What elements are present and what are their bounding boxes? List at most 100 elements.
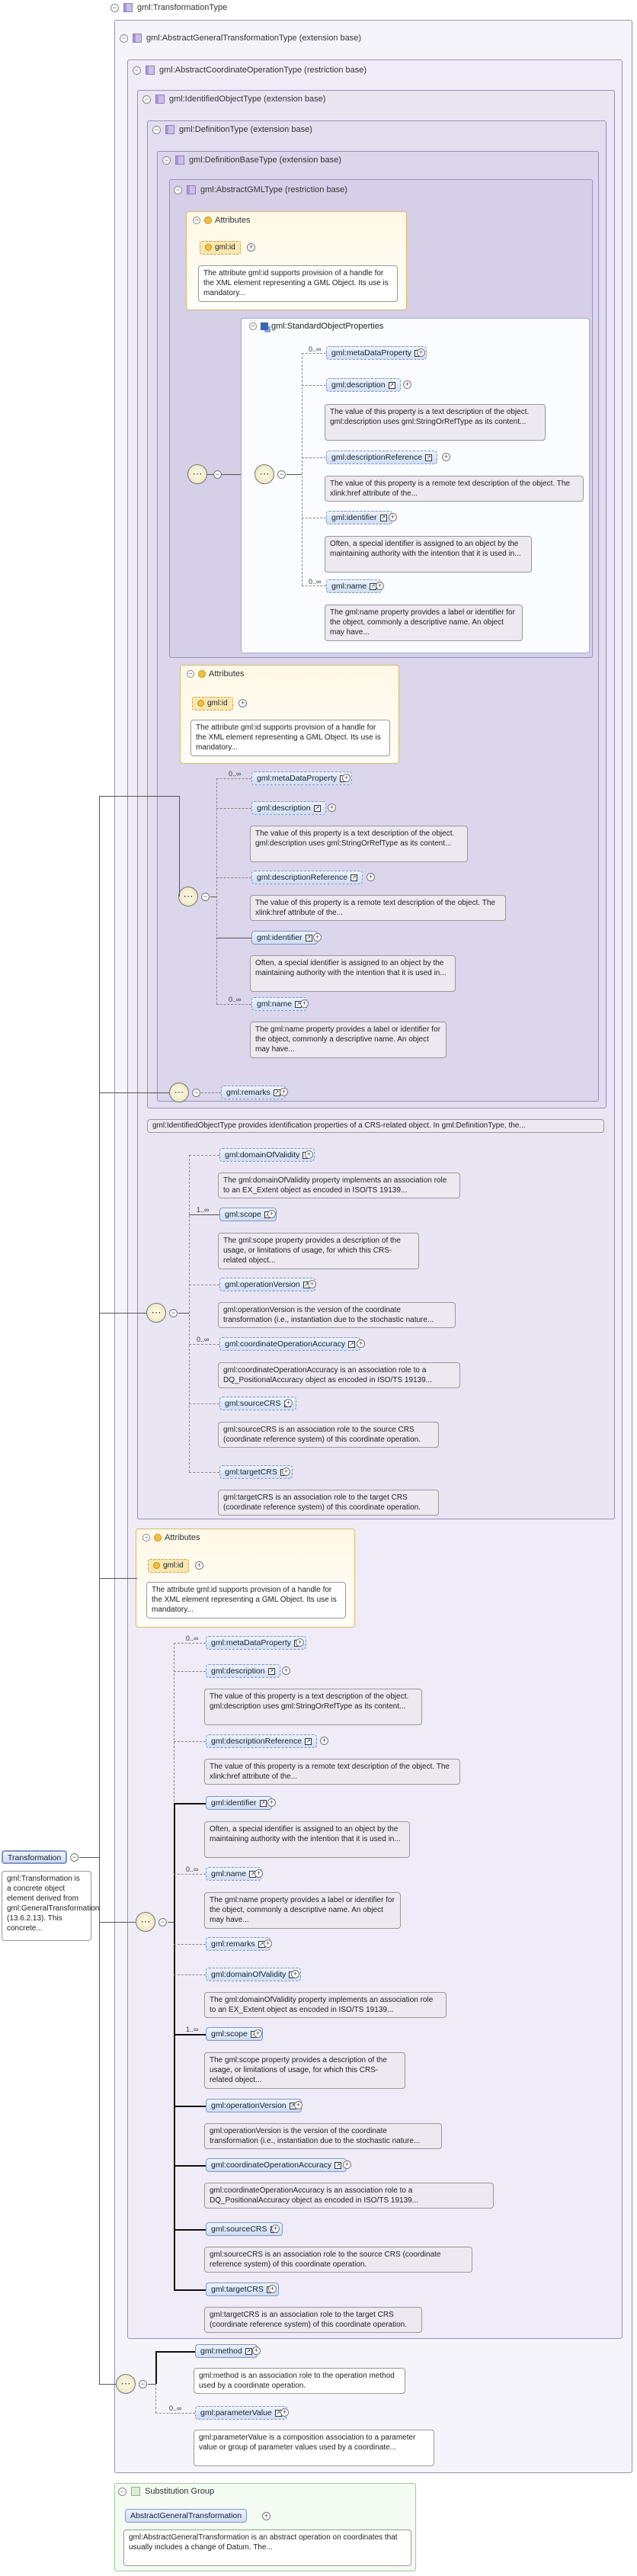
type-header-definition-base[interactable]: −gml:DefinitionBaseType (extension base): [162, 156, 341, 169]
expand-toggle[interactable]: +: [305, 1150, 313, 1159]
expand-toggle[interactable]: +: [291, 1970, 299, 1978]
type-header-abstract-general-transformation[interactable]: −gml:AbstractGeneralTransformationType (…: [120, 34, 361, 47]
attributes-title[interactable]: −Attributes: [187, 669, 244, 678]
collapse-toggle[interactable]: −: [187, 670, 194, 678]
expand-toggle[interactable]: +: [280, 2408, 289, 2417]
collapse-toggle[interactable]: −: [213, 470, 222, 479]
expand-toggle[interactable]: +: [271, 2225, 280, 2233]
attribute-gml-id[interactable]: gml:id: [192, 697, 233, 711]
expand-toggle[interactable]: +: [417, 348, 425, 357]
expand-toggle[interactable]: +: [264, 1939, 272, 1948]
collapse-toggle[interactable]: −: [162, 156, 171, 165]
expand-toggle[interactable]: +: [267, 1798, 276, 1807]
element-parametervalue[interactable]: gml:parameterValue↗: [195, 2406, 287, 2420]
sequence-icon[interactable]: ⋯: [169, 1083, 189, 1102]
expand-toggle[interactable]: +: [313, 933, 322, 942]
expand-toggle[interactable]: +: [308, 1280, 316, 1288]
element-domainofvalidity[interactable]: gml:domainOfValidity↗: [206, 1968, 302, 1981]
expand-toggle[interactable]: +: [238, 699, 247, 707]
expand-toggle[interactable]: +: [247, 243, 255, 252]
sequence-icon[interactable]: ⋯: [146, 1303, 166, 1323]
element-coordinateoperationaccuracy[interactable]: gml:coordinateOperationAccuracy↗: [206, 2158, 347, 2172]
element-description[interactable]: gml:description↗: [206, 1664, 280, 1678]
attribute-gml-id[interactable]: gml:id: [148, 1559, 189, 1573]
sequence-icon[interactable]: ⋯: [136, 1912, 155, 1932]
sequence-icon[interactable]: ⋯: [187, 464, 207, 484]
sequence-icon[interactable]: ⋯: [254, 464, 274, 484]
type-header-transformation[interactable]: −gml:TransformationType: [110, 3, 227, 17]
element-descriptionreference[interactable]: gml:descriptionReference↗: [326, 451, 438, 464]
element-descriptionreference[interactable]: gml:descriptionReference↗: [206, 1734, 318, 1748]
collapse-toggle[interactable]: −: [249, 322, 257, 331]
type-header-abstract-gml[interactable]: −gml:AbstractGMLType (restriction base): [174, 185, 347, 199]
expand-toggle[interactable]: +: [252, 2347, 261, 2355]
expand-toggle[interactable]: +: [268, 2285, 277, 2293]
expand-toggle[interactable]: +: [284, 1399, 293, 1407]
collapse-toggle[interactable]: −: [118, 2487, 126, 2496]
element-identifier[interactable]: gml:identifier↗: [251, 931, 318, 945]
expand-toggle[interactable]: +: [254, 1869, 263, 1878]
expand-toggle[interactable]: +: [342, 774, 351, 782]
expand-toggle[interactable]: +: [367, 873, 375, 881]
element-description[interactable]: gml:description↗: [326, 378, 401, 392]
expand-toggle[interactable]: +: [294, 2101, 302, 2109]
element-descriptionreference[interactable]: gml:descriptionReference↗: [251, 871, 363, 884]
collapse-toggle[interactable]: −: [110, 3, 119, 12]
collapse-toggle[interactable]: −: [120, 34, 128, 43]
element-abstract-general-transformation[interactable]: AbstractGeneralTransformation: [125, 2509, 248, 2523]
expand-toggle[interactable]: +: [389, 513, 397, 521]
sequence-icon[interactable]: ⋯: [116, 2374, 136, 2394]
expand-toggle[interactable]: +: [195, 1561, 203, 1570]
expand-toggle[interactable]: +: [442, 453, 450, 461]
collapse-toggle[interactable]: −: [193, 217, 200, 225]
sequence-icon[interactable]: ⋯: [178, 887, 198, 906]
element-description[interactable]: gml:description↗: [251, 801, 326, 815]
element-coordinateoperationaccuracy[interactable]: gml:coordinateOperationAccuracy↗: [219, 1337, 361, 1351]
expand-toggle[interactable]: +: [320, 1737, 328, 1745]
element-domainofvalidity[interactable]: gml:domainOfValidity↗: [219, 1148, 315, 1162]
expand-toggle[interactable]: +: [254, 2029, 262, 2038]
element-metadataproperty[interactable]: gml:metaDataProperty↗: [251, 772, 353, 785]
expand-toggle[interactable]: +: [403, 380, 411, 389]
expand-toggle[interactable]: +: [300, 999, 309, 1008]
collapse-toggle[interactable]: −: [174, 185, 182, 194]
expand-toggle[interactable]: +: [282, 1667, 290, 1675]
collapse-toggle[interactable]: −: [152, 125, 161, 134]
element-metadataproperty[interactable]: gml:metaDataProperty↗: [206, 1636, 307, 1650]
expand-toggle[interactable]: +: [376, 582, 384, 590]
element-identifier[interactable]: gml:identifier↗: [326, 511, 392, 525]
type-header-identified-object[interactable]: −gml:IdentifiedObjectType (extension bas…: [142, 95, 325, 108]
collapse-toggle[interactable]: −: [169, 1309, 178, 1317]
collapse-toggle[interactable]: −: [142, 95, 151, 104]
element-operationversion[interactable]: gml:operationVersion↗: [219, 1278, 315, 1291]
element-method[interactable]: gml:method↗: [195, 2344, 258, 2358]
element-remarks[interactable]: gml:remarks↗: [221, 1086, 286, 1099]
element-operationversion[interactable]: gml:operationVersion↗: [206, 2099, 302, 2112]
element-remarks[interactable]: gml:remarks↗: [206, 1937, 270, 1951]
type-header-abstract-coordinate-operation[interactable]: −gml:AbstractCoordinateOperationType (re…: [133, 66, 367, 79]
element-name[interactable]: gml:name↗: [206, 1867, 262, 1881]
collapse-toggle[interactable]: −: [277, 470, 286, 479]
expand-toggle[interactable]: +: [267, 1210, 276, 1218]
expand-toggle[interactable]: +: [280, 1088, 288, 1096]
element-identifier[interactable]: gml:identifier↗: [206, 1796, 272, 1810]
collapse-toggle[interactable]: −: [142, 1534, 150, 1542]
collapse-toggle[interactable]: −: [201, 893, 210, 901]
root-element-transformation[interactable]: Transformation: [2, 1850, 68, 1864]
collapse-toggle[interactable]: −: [70, 1853, 78, 1862]
type-header-definition[interactable]: −gml:DefinitionType (extension base): [152, 125, 312, 139]
element-name[interactable]: gml:name↗: [326, 579, 383, 593]
expand-toggle[interactable]: +: [262, 2512, 270, 2520]
element-metadataproperty[interactable]: gml:metaDataProperty↗: [326, 346, 427, 360]
expand-toggle[interactable]: +: [328, 804, 336, 812]
collapse-toggle[interactable]: −: [133, 66, 141, 75]
expand-toggle[interactable]: +: [296, 1638, 304, 1647]
substitution-group-header[interactable]: −Substitution Group: [118, 2487, 214, 2501]
element-name[interactable]: gml:name↗: [251, 997, 308, 1011]
collapse-toggle[interactable]: −: [158, 1918, 167, 1926]
group-title[interactable]: −gml:StandardObjectProperties: [249, 322, 383, 331]
expand-toggle[interactable]: +: [343, 2161, 351, 2169]
collapse-toggle[interactable]: −: [192, 1089, 200, 1097]
expand-toggle[interactable]: +: [357, 1339, 365, 1348]
attribute-gml-id[interactable]: gml:id: [200, 241, 241, 255]
